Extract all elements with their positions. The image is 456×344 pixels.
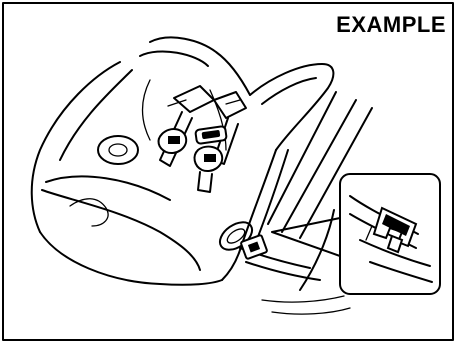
harness-straps xyxy=(98,86,246,192)
figure-label: EXAMPLE xyxy=(336,12,446,38)
child-seat-shell xyxy=(32,37,334,284)
inset-detail xyxy=(340,174,440,294)
